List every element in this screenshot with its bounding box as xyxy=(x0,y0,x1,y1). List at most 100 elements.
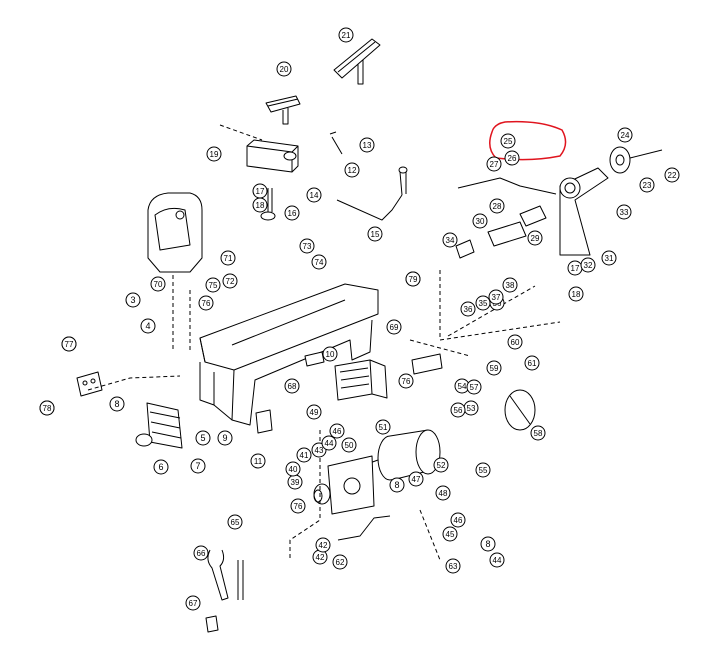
callout-number: 45 xyxy=(446,530,455,539)
washer xyxy=(260,211,276,221)
callout-number: 76 xyxy=(202,299,211,308)
callout-53: 53 xyxy=(463,400,479,416)
callout-number: 67 xyxy=(189,599,198,608)
callout-number: 9 xyxy=(222,433,227,443)
callout-circle xyxy=(530,425,546,441)
callout-circle xyxy=(61,336,77,352)
callout-70: 70 xyxy=(150,276,166,292)
callout-34: 34 xyxy=(442,232,458,248)
callout-number: 13 xyxy=(363,141,372,150)
callout-69: 69 xyxy=(386,319,402,335)
callout-circle xyxy=(475,462,491,478)
callout-6: 6 xyxy=(153,459,169,475)
callout-23: 23 xyxy=(639,177,655,193)
callout-number: 42 xyxy=(316,553,325,562)
callout-circle xyxy=(445,558,461,574)
callout-circle xyxy=(329,423,345,439)
callout-number: 58 xyxy=(534,429,543,438)
callout-36: 36 xyxy=(460,301,476,317)
callout-29: 29 xyxy=(527,230,543,246)
quill xyxy=(455,205,547,259)
callout-number: 74 xyxy=(315,258,324,267)
callout-circle xyxy=(190,458,206,474)
callout-circle xyxy=(460,301,476,317)
callout-25: 25 xyxy=(500,133,516,149)
bolt xyxy=(267,188,273,212)
callout-circle xyxy=(504,150,520,166)
callout-52: 52 xyxy=(433,457,449,473)
callout-number: 54 xyxy=(458,382,467,391)
headstock-cover xyxy=(147,192,203,273)
callout-71: 71 xyxy=(220,250,236,266)
callout-50: 50 xyxy=(341,437,357,453)
callout-8: 8 xyxy=(389,477,405,493)
callout-circle xyxy=(306,187,322,203)
callout-number: 36 xyxy=(464,305,473,314)
callout-circle xyxy=(185,595,201,611)
callout-73: 73 xyxy=(299,238,315,254)
callout-62: 62 xyxy=(332,554,348,570)
callout-circle xyxy=(344,162,360,178)
nameplate xyxy=(411,353,443,375)
callout-number: 39 xyxy=(291,478,300,487)
callout-number: 8 xyxy=(485,539,490,549)
callout-42: 42 xyxy=(315,537,331,553)
callout-68: 68 xyxy=(284,378,300,394)
callout-circle xyxy=(450,402,466,418)
callout-20: 20 xyxy=(276,61,292,77)
callout-number: 33 xyxy=(620,208,629,217)
callout-circle xyxy=(109,396,125,412)
callout-circle xyxy=(568,286,584,302)
callout-number: 46 xyxy=(333,427,342,436)
callout-number: 61 xyxy=(528,359,537,368)
callout-number: 29 xyxy=(531,234,540,243)
callout-circle xyxy=(601,250,617,266)
callout-circle xyxy=(502,277,518,293)
callout-circle xyxy=(442,232,458,248)
callout-circle xyxy=(195,430,211,446)
callout-40: 40 xyxy=(285,461,301,477)
callout-circle xyxy=(664,167,680,183)
callout-51: 51 xyxy=(375,419,391,435)
callout-22: 22 xyxy=(664,167,680,183)
callout-49: 49 xyxy=(306,404,322,420)
callout-number: 44 xyxy=(493,556,502,565)
callout-19: 19 xyxy=(206,146,222,162)
callout-10: 10 xyxy=(322,346,338,362)
callout-number: 66 xyxy=(197,549,206,558)
callout-33: 33 xyxy=(616,204,632,220)
callout-48: 48 xyxy=(435,485,451,501)
callout-number: 48 xyxy=(439,489,448,498)
callout-circle xyxy=(450,512,466,528)
callout-circle xyxy=(222,273,238,289)
callout-circle xyxy=(322,346,338,362)
callout-number: 47 xyxy=(412,475,421,484)
callout-number: 24 xyxy=(621,131,630,140)
callout-number: 10 xyxy=(326,350,335,359)
motor-plate xyxy=(327,455,375,515)
tailstock xyxy=(559,167,609,256)
pulley xyxy=(313,483,331,505)
callout-number: 73 xyxy=(303,242,312,251)
callout-circle xyxy=(306,404,322,420)
callout-circle xyxy=(341,437,357,453)
callout-number: 8 xyxy=(394,480,399,490)
callout-15: 15 xyxy=(367,226,383,242)
callout-circle xyxy=(296,447,312,463)
callout-number: 7 xyxy=(195,461,200,471)
callout-number: 42 xyxy=(319,541,328,550)
inverter-block xyxy=(334,359,388,401)
callout-circle xyxy=(150,276,166,292)
callout-number: 77 xyxy=(65,340,74,349)
callout-17: 17 xyxy=(252,183,268,199)
callout-circle xyxy=(220,250,236,266)
callout-circle xyxy=(398,373,414,389)
callout-61: 61 xyxy=(524,355,540,371)
callout-circle xyxy=(489,552,505,568)
lock-lever xyxy=(329,131,343,155)
callout-44: 44 xyxy=(321,435,337,451)
callout-circle xyxy=(442,526,458,542)
tailstock-lever xyxy=(457,177,557,195)
callout-number: 3 xyxy=(130,295,135,305)
